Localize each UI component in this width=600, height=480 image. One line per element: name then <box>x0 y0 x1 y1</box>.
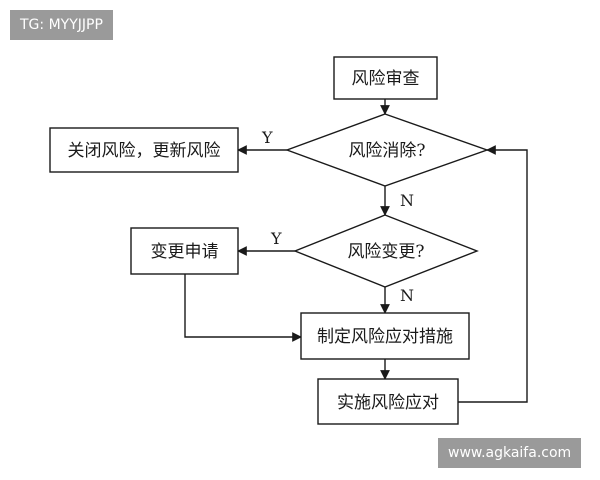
decision-risk-eliminated: 风险消除? <box>284 113 490 187</box>
watermark-top: TG: MYYJJPP <box>10 10 113 40</box>
connectors <box>184 99 528 403</box>
edge-label-yes-2: Y <box>270 229 282 248</box>
node-change-request: 变更申请 <box>130 227 239 275</box>
decision-risk-changed: 风险变更? <box>293 214 479 288</box>
edge-implement-loop-to-eliminated <box>458 145 528 403</box>
node-plan-response-label: 制定风险应对措施 <box>317 327 453 347</box>
watermark-bottom: www.agkaifa.com <box>438 438 582 468</box>
decision-risk-eliminated-label: 风险消除? <box>348 141 425 161</box>
node-implement-response: 实施风险应对 <box>317 378 459 425</box>
edge-label-yes-1: Y <box>261 128 273 147</box>
node-close-risk-label: 关闭风险，更新风险 <box>68 141 221 161</box>
node-close-risk: 关闭风险，更新风险 <box>49 127 239 173</box>
edge-label-no-1: N <box>400 191 414 210</box>
node-change-request-label: 变更申请 <box>151 242 219 262</box>
node-implement-response-label: 实施风险应对 <box>337 393 439 413</box>
node-plan-response: 制定风险应对措施 <box>300 312 470 360</box>
edge-label-no-2: N <box>400 286 414 305</box>
decision-risk-changed-label: 风险变更? <box>347 242 424 262</box>
edge-request-to-plan <box>184 274 302 342</box>
node-risk-review-label: 风险审查 <box>352 69 420 89</box>
node-risk-review: 风险审查 <box>333 56 438 100</box>
